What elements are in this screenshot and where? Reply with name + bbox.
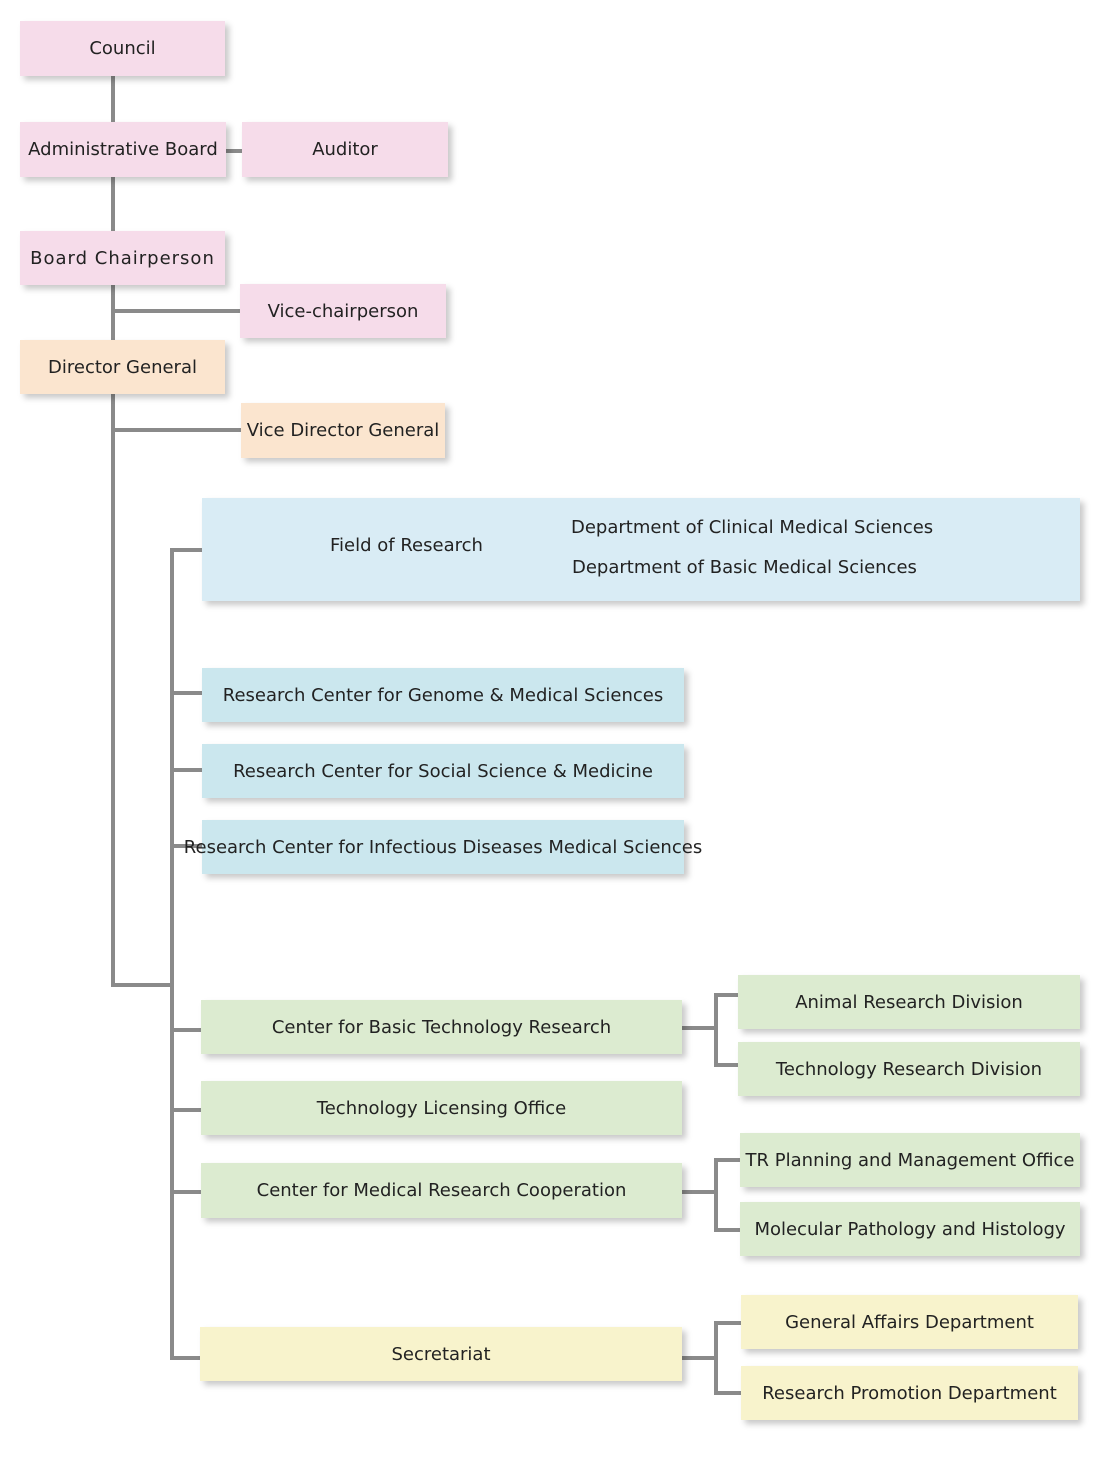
vice-chairperson-box: Vice-chairperson xyxy=(240,284,446,338)
vice-director-general-label: Vice Director General xyxy=(246,420,440,441)
director-general-label: Director General xyxy=(48,356,197,378)
tr-planning-office-box: TR Planning and Management Office xyxy=(740,1133,1080,1187)
molecular-pathology-label: Molecular Pathology and Histology xyxy=(754,1218,1066,1240)
director-general-box: Director General xyxy=(20,340,225,394)
molecular-pathology-box: Molecular Pathology and Histology xyxy=(740,1202,1080,1256)
basic-technology-box: Center for Basic Technology Research xyxy=(201,1000,682,1054)
technology-licensing-box: Technology Licensing Office xyxy=(201,1081,682,1135)
field-of-research-label: Field of Research xyxy=(330,535,483,556)
medical-research-cooperation-box: Center for Medical Research Cooperation xyxy=(201,1163,682,1218)
research-promotion-department-label: Research Promotion Department xyxy=(762,1382,1057,1404)
board-chairperson-box: Board Chairperson xyxy=(20,231,225,285)
animal-research-division-box: Animal Research Division xyxy=(738,975,1080,1029)
research-center-social-box: Research Center for Social Science & Med… xyxy=(202,744,684,798)
technology-research-division-box: Technology Research Division xyxy=(738,1042,1080,1096)
animal-research-division-label: Animal Research Division xyxy=(795,991,1023,1013)
basic-technology-label: Center for Basic Technology Research xyxy=(271,1016,612,1038)
secretariat-label: Secretariat xyxy=(391,1343,491,1365)
tr-planning-office-label: TR Planning and Management Office xyxy=(745,1149,1075,1171)
research-center-infectious-label: Research Center for Infectious Diseases … xyxy=(183,836,703,858)
vice-director-general-box: Vice Director General xyxy=(241,403,445,458)
research-center-infectious-box: Research Center for Infectious Diseases … xyxy=(184,820,702,874)
general-affairs-department-label: General Affairs Department xyxy=(785,1311,1034,1333)
council-label: Council xyxy=(89,38,156,59)
technology-licensing-label: Technology Licensing Office xyxy=(316,1097,567,1119)
board-chairperson-label: Board Chairperson xyxy=(30,247,215,269)
field-of-research-box xyxy=(202,498,1080,601)
research-center-social-label: Research Center for Social Science & Med… xyxy=(233,760,653,782)
vice-chairperson-label: Vice-chairperson xyxy=(267,300,419,322)
council-box: Council xyxy=(20,21,225,76)
secretariat-box: Secretariat xyxy=(200,1327,682,1381)
auditor-label: Auditor xyxy=(312,139,378,160)
department-basic-label: Department of Basic Medical Sciences xyxy=(572,557,917,578)
technology-research-division-label: Technology Research Division xyxy=(775,1058,1043,1080)
general-affairs-department-box: General Affairs Department xyxy=(741,1295,1078,1349)
department-clinical-label: Department of Clinical Medical Sciences xyxy=(571,517,934,538)
administrative-board-label: Administrative Board xyxy=(28,139,218,160)
medical-research-cooperation-label: Center for Medical Research Cooperation xyxy=(256,1180,627,1201)
administrative-board-box: Administrative Board xyxy=(20,122,226,177)
research-center-genome-label: Research Center for Genome & Medical Sci… xyxy=(222,684,664,706)
research-promotion-department-box: Research Promotion Department xyxy=(741,1366,1078,1420)
auditor-box: Auditor xyxy=(242,122,448,177)
research-center-genome-box: Research Center for Genome & Medical Sci… xyxy=(202,668,684,722)
